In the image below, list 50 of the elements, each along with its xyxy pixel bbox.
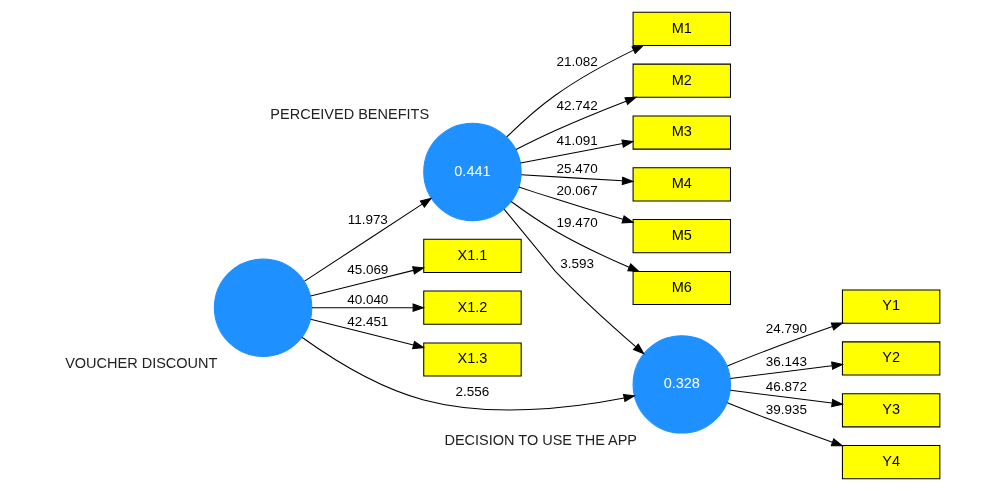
edge-label: 36.143 [765, 354, 807, 370]
arrow [729, 389, 844, 408]
node-circle [213, 258, 312, 357]
arrow [310, 303, 425, 313]
node-label: DECISION TO USE THE APP [443, 431, 637, 448]
arrow [729, 361, 844, 379]
edge-label: 3.593 [559, 255, 594, 271]
edge-label: 21.082 [556, 53, 598, 69]
node-box: M2 [632, 63, 731, 98]
arrow [517, 186, 635, 224]
arrow [309, 318, 425, 350]
arrow [503, 208, 645, 355]
node-box: X1.2 [422, 290, 522, 325]
edge-label: 20.067 [556, 183, 598, 199]
edge-label: 39.935 [765, 401, 807, 417]
node-box: M4 [632, 167, 731, 202]
node-box: M1 [632, 11, 731, 46]
edge-label: 42.742 [556, 98, 598, 114]
node-box: Y1 [841, 289, 940, 324]
arrow [519, 139, 634, 164]
edge-label: 2.556 [455, 384, 489, 400]
node-box: M6 [632, 270, 731, 306]
edge-label: 46.872 [765, 379, 807, 395]
edge-label: 25.470 [556, 161, 598, 177]
arrow [505, 44, 644, 138]
node-box: Y2 [841, 341, 940, 376]
arrow [309, 266, 425, 297]
node-box: Y3 [841, 393, 940, 428]
node-circle: 0.441 [422, 122, 522, 222]
arrow [520, 174, 634, 186]
edge-label: 42.451 [346, 313, 388, 329]
node-box: X1.1 [422, 238, 522, 273]
edge-label: 24.790 [765, 320, 807, 336]
arrow [510, 201, 640, 272]
arrow [726, 322, 844, 367]
arrow [515, 96, 637, 150]
node-box: M3 [632, 115, 731, 150]
arrow [303, 197, 432, 282]
node-box: X1.3 [422, 342, 522, 377]
node-box: Y4 [841, 445, 940, 480]
node-label: PERCEIVED BENEFITS [269, 106, 429, 123]
edge-label: 19.470 [556, 215, 598, 231]
node-label: VOUCHER DISCOUNT [64, 355, 217, 371]
arrow [726, 402, 844, 447]
edge-label: 45.069 [346, 261, 388, 277]
edge-label: 41.091 [556, 133, 598, 149]
edge-label: 11.973 [347, 212, 388, 228]
node-box: M5 [632, 219, 731, 254]
arrow [300, 336, 636, 411]
edge-label: 40.040 [346, 291, 388, 307]
